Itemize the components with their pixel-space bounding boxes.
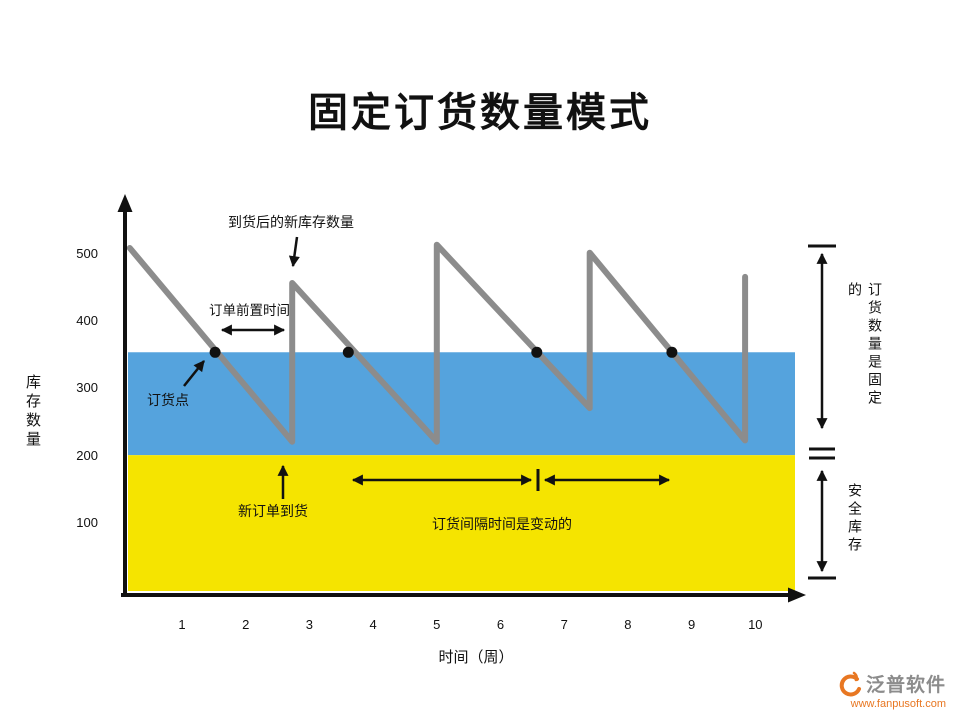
reorder-point-dots xyxy=(209,346,678,358)
vendor-name: 泛普软件 xyxy=(865,675,946,696)
annotation-order-lead-time: 订单前置时间 xyxy=(209,303,290,318)
x-tick-label: 7 xyxy=(560,617,568,632)
axes xyxy=(121,206,792,597)
vendor-url: www.fanpusoft.com xyxy=(850,698,946,710)
new-stock-pointer-arrow xyxy=(288,236,300,268)
reorder-point-dot xyxy=(666,346,678,358)
background-bands xyxy=(128,352,795,591)
y-tick-label: 100 xyxy=(76,514,98,530)
reorder-point-pointer-arrow xyxy=(183,360,205,387)
x-tick-label: 3 xyxy=(305,617,313,632)
reorder-point-dot xyxy=(531,346,543,358)
x-tick-label: 9 xyxy=(687,617,696,632)
y-tick-label: 200 xyxy=(76,447,98,463)
x-tick-label: 4 xyxy=(369,617,377,632)
annotation-arrows xyxy=(183,236,836,580)
annotation-safety-stock: 安全库存 xyxy=(847,483,863,555)
x-axis-arrowhead xyxy=(788,587,806,603)
inventory-sawtooth xyxy=(126,241,749,445)
vendor-watermark: 泛普软件 www.fanpusoft.com xyxy=(838,670,946,710)
x-axis-title: 时间（周） xyxy=(438,649,514,666)
annotation-order-interval-variable: 订货间隔时间是变动的 xyxy=(432,516,572,532)
annotation-new-order-arrival: 新订单到货 xyxy=(238,503,308,519)
x-tick-label: 8 xyxy=(624,617,632,632)
y-tick-label: 300 xyxy=(76,380,98,396)
reorder-point-dot xyxy=(209,346,221,358)
fanpu-logo-icon xyxy=(839,671,861,696)
y-axis-arrowhead xyxy=(117,194,133,212)
y-tick-label: 400 xyxy=(76,313,98,328)
y-tick-label: 500 xyxy=(76,245,98,261)
annotation-order-quantity-fixed: 订货数量是固定的 xyxy=(847,282,883,408)
annotation-reorder-point: 订货点 xyxy=(147,392,189,408)
x-tick-label: 5 xyxy=(433,617,441,632)
annotation-new-stock-after-arrival: 到货后的新库存数量 xyxy=(228,214,354,230)
x-tick-label: 1 xyxy=(178,617,186,632)
x-tick-label: 6 xyxy=(496,617,505,632)
y-axis-title: 库存数量 xyxy=(24,374,41,450)
reorder-point-dot xyxy=(342,346,354,358)
x-tick-label: 2 xyxy=(242,617,250,632)
x-tick-label: 10 xyxy=(748,617,763,632)
inventory-level-line xyxy=(126,241,749,445)
page-title: 固定订货数量模式 xyxy=(308,91,652,135)
